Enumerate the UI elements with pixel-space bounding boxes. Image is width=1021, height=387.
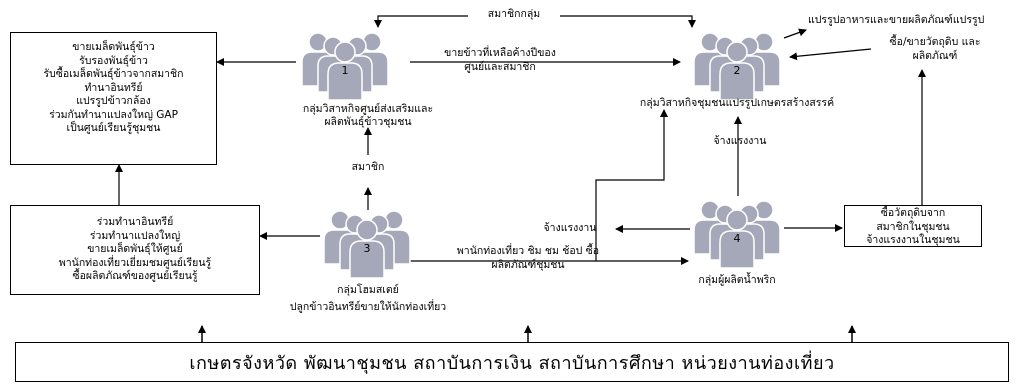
group-3-number: 3: [363, 242, 371, 255]
arrow-hire-to-2: [595, 109, 668, 261]
arrow-2-processing: [783, 28, 807, 39]
box-top-left-line: ร่วมกันทำนาแปลงใหญ่ GAP: [49, 108, 178, 121]
arrow-members-to-1: [374, 15, 468, 28]
group-3-caption-line-2: ปลูกข้าวอินทรีย์ขายให้นักท่องเที่ยว: [289, 301, 447, 313]
box-right-line: ซื้อวัตถุดิบจาก: [880, 207, 946, 219]
support-agencies-bar: เกษตรจังหวัด พัฒนาชุมชน สถาบันการเงิน สถ…: [15, 342, 1009, 382]
box-bottom-left-line: ขายเมล็ดพันธุ์ให้ศูนย์: [87, 243, 183, 255]
label-buy-sell-line-2: ผลิตภัณฑ์: [912, 50, 958, 62]
arrow-buysell-to-2: [789, 48, 872, 61]
group-4-icon: [693, 200, 781, 268]
box-top-left-line: รับซื้อเมล็ดพันธุ์ข้าวจากสมาชิก: [43, 68, 184, 80]
label-hire-labor-3: จ้างแรงงาน: [543, 222, 597, 234]
box-right-line: สมาชิกในชุมชน: [876, 220, 950, 233]
box-top-left: ขายเมล็ดพันธุ์ข้าว รับรองพันธุ์ข้าว รับซ…: [10, 32, 217, 165]
box-right-line: จ้างแรงงานในชุมชน: [866, 234, 960, 246]
box-bottom-left-line: ร่วมทำนาอินทรีย์: [96, 216, 174, 228]
group-1-caption-line-1: กลุ่มวิสาหกิจศูนย์ส่งเสริมและ: [302, 103, 434, 115]
box-bottom-left-line: ร่วมทำนาแปลงใหญ่: [89, 229, 181, 242]
label-leftover-rice-line-2: ศูนย์และสมาชิก: [464, 61, 536, 73]
group-4-caption: กลุ่มผู้ผลิตน้ำพริก: [698, 274, 776, 286]
group-3-caption-line-1: กลุ่มโฮมสเตย์: [337, 284, 399, 296]
label-tourist-line-2: ผลิตภัณฑ์ชุมชน: [491, 259, 565, 271]
group-1-number: 1: [341, 64, 349, 77]
box-bottom-left-line: ซื้อผลิตภัณฑ์ของศูนย์เรียนรู้: [72, 270, 198, 282]
box-top-left-line: ขายเมล็ดพันธุ์ข้าว: [72, 41, 155, 53]
group-1-caption-line-2: ผลิตพันธุ์ข้าวชุมชน: [324, 116, 412, 128]
label-member: สมาชิก: [351, 161, 385, 173]
support-agencies-text: เกษตรจังหวัด พัฒนาชุมชน สถาบันการเงิน สถ…: [189, 352, 835, 374]
group-1-icon: [301, 32, 389, 100]
label-buy-sell-line-1: ซื้อ/ขายวัตถุดิบ และ: [889, 36, 981, 48]
box-right: ซื้อวัตถุดิบจาก สมาชิกในชุมชน จ้างแรงงาน…: [844, 205, 982, 247]
label-leftover-rice-line-1: ขายข้าวที่เหลือค้างปีของ: [444, 47, 556, 59]
group-3-icon: [323, 210, 411, 278]
box-top-left-line: ทำนาอินทรีย์: [84, 81, 143, 94]
group-4-number: 4: [733, 232, 741, 245]
group-2-icon: [693, 32, 781, 100]
box-bottom-left-line: พานักท่องเที่ยวเยี่ยมชมศูนย์เรียนรู้: [58, 256, 212, 269]
arrow-members-to-2: [560, 15, 696, 28]
box-top-left-line: รับรองพันธุ์ข้าว: [79, 54, 148, 67]
box-top-left-line: แปรรูปข้าวกล้อง: [76, 95, 151, 107]
label-members-group: สมาชิกกลุ่ม: [487, 8, 541, 20]
group-2-number: 2: [733, 64, 741, 77]
box-bottom-left: ร่วมทำนาอินทรีย์ ร่วมทำนาแปลงใหญ่ ขายเมล…: [10, 205, 260, 295]
label-processing: แปรรูปอาหารและขายผลิตภัณฑ์แปรรูป: [808, 14, 985, 26]
box-top-left-line: เป็นศูนย์เรียนรู้ชุมชน: [66, 122, 161, 134]
label-tourist-line-1: พานักท่องเที่ยว ชิม ชม ช้อป ซื้อ: [456, 245, 600, 257]
group-2-caption: กลุ่มวิสาหกิจชุมชนแปรรูปเกษตรสร้างสรรค์: [639, 97, 835, 109]
label-hire-labor-2: จ้างแรงงาน: [713, 135, 767, 147]
